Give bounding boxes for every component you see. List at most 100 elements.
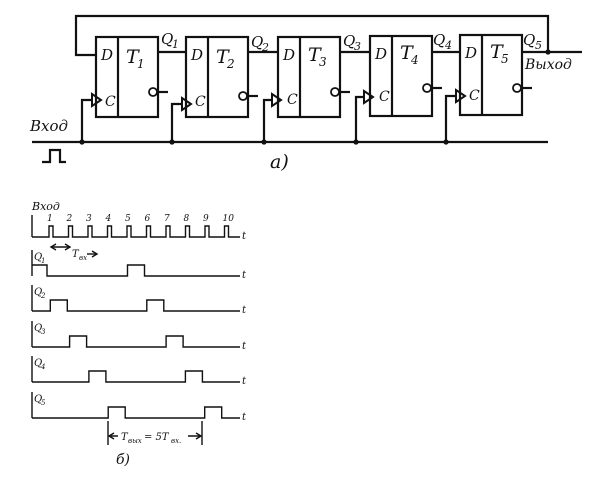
part-a-caption: а) xyxy=(270,151,289,173)
flipflop-t4: D C T 4 xyxy=(363,34,442,118)
pin-c-label: C xyxy=(469,88,480,104)
input-clock-row: t xyxy=(31,215,247,242)
junction-dot xyxy=(353,139,359,145)
pin-d-label: D xyxy=(464,44,477,62)
q-row-label: Q xyxy=(34,358,42,369)
clock-tap-4 xyxy=(354,95,364,142)
clock-triangle-icon xyxy=(455,88,467,104)
time-axis-label: t xyxy=(242,376,247,387)
t-out-relation: = 5T xyxy=(144,432,170,443)
junction-dot xyxy=(261,139,267,145)
clock-triangle-icon xyxy=(91,92,103,108)
q1-index: 1 xyxy=(172,38,179,51)
flipflop-name: T xyxy=(126,46,140,68)
t-in-label: T xyxy=(72,249,80,260)
pin-d-label: D xyxy=(374,45,387,63)
q-row-index: 4 xyxy=(40,363,45,371)
t-out-annotation: T вых = 5T вх. xyxy=(107,421,203,445)
timing-input-label: Вход xyxy=(31,200,60,213)
q4-row: Q4 t xyxy=(31,356,247,387)
arrow-head-icon xyxy=(91,250,99,258)
pulse-number: 5 xyxy=(125,214,131,224)
t-out-subscript: вых xyxy=(128,437,142,445)
flipflop-body xyxy=(276,35,342,119)
pulse-number: 3 xyxy=(86,214,92,224)
arrow-head-icon xyxy=(195,432,203,440)
pulse-number: 8 xyxy=(184,214,190,224)
q-row-label: Q xyxy=(34,287,42,298)
q-row-index: 2 xyxy=(40,292,46,300)
q1-row: Q1 t xyxy=(31,250,247,281)
q5-label: Q xyxy=(523,31,535,49)
flipflop-t2: D C T 2 xyxy=(181,35,258,119)
clock-tap-5 xyxy=(444,94,456,142)
q-row-label: Q xyxy=(34,394,42,405)
time-axis-label: t xyxy=(242,341,247,352)
q1-label: Q xyxy=(161,30,173,48)
q-row-label: Q xyxy=(34,323,42,334)
flipflop-index: 5 xyxy=(501,52,509,66)
pin-c-label: C xyxy=(195,94,206,110)
q-row-index: 5 xyxy=(41,399,46,407)
q-waveform xyxy=(32,299,240,312)
clock-tap-1 xyxy=(80,98,92,142)
flipflop-index: 2 xyxy=(226,57,235,71)
input-clock-waveform xyxy=(32,225,240,238)
input-label: Вход xyxy=(29,117,68,135)
q4-label: Q xyxy=(433,31,445,49)
flipflop-t1: D C T 1 xyxy=(91,35,168,119)
q-waveform xyxy=(32,370,240,383)
q2-index: 2 xyxy=(261,41,269,54)
junction-dot xyxy=(545,49,551,55)
q4-index: 4 xyxy=(444,39,452,52)
t-in-annotation: T вх xyxy=(49,243,99,262)
output-label: Выход xyxy=(524,57,572,73)
pulse-number: 4 xyxy=(105,214,112,224)
t-out-label: T xyxy=(121,432,129,443)
flipflop-body xyxy=(458,33,524,117)
flipflop-name: T xyxy=(308,44,322,66)
flipflop-index: 3 xyxy=(319,55,327,69)
q-row-label: Q xyxy=(34,252,42,263)
q-row-index: 1 xyxy=(41,257,45,265)
pin-d-label: D xyxy=(282,46,295,64)
clock-tap-2 xyxy=(170,102,182,142)
time-axis-label: t xyxy=(242,305,247,316)
pin-c-label: C xyxy=(379,89,390,105)
inverted-output-icon xyxy=(238,91,248,101)
arrow-head-icon xyxy=(49,243,57,251)
time-axis-label: t xyxy=(242,270,247,281)
q3-row: Q3t xyxy=(31,321,247,352)
flipflop-name: T xyxy=(216,46,230,68)
clock-triangle-icon xyxy=(181,96,193,112)
q5-row: Q5 t xyxy=(31,392,247,423)
q2-label: Q xyxy=(251,33,263,51)
inverted-output-icon xyxy=(422,83,432,93)
t-out-label-backdrop xyxy=(118,429,188,442)
q3-label: Q xyxy=(343,32,355,50)
pulse-number: 7 xyxy=(164,214,170,224)
pulse-number: 9 xyxy=(203,214,209,224)
junction-dot xyxy=(443,139,449,145)
q5-index: 5 xyxy=(535,39,542,52)
pin-c-label: C xyxy=(287,92,298,108)
pulse-number: 10 xyxy=(223,214,235,224)
flipflop-name: T xyxy=(490,41,504,63)
inverted-output-icon xyxy=(148,87,158,97)
t-in-subscript: вх xyxy=(79,254,87,262)
time-axis-label: t xyxy=(242,412,247,423)
flipflop-t5: D C T 5 xyxy=(455,33,532,117)
schematic: Вход D C T 1 Q 1 D C T 2 xyxy=(29,14,582,173)
q2-row: Q2 t xyxy=(31,285,247,316)
q-waveform xyxy=(32,406,240,419)
q3-index: 3 xyxy=(354,40,361,53)
flipflop-index: 1 xyxy=(137,57,145,71)
time-axis-label: t xyxy=(242,231,247,242)
flipflop-body xyxy=(368,34,434,118)
flipflop-name: T xyxy=(400,42,414,64)
pulse-number: 2 xyxy=(66,214,73,224)
